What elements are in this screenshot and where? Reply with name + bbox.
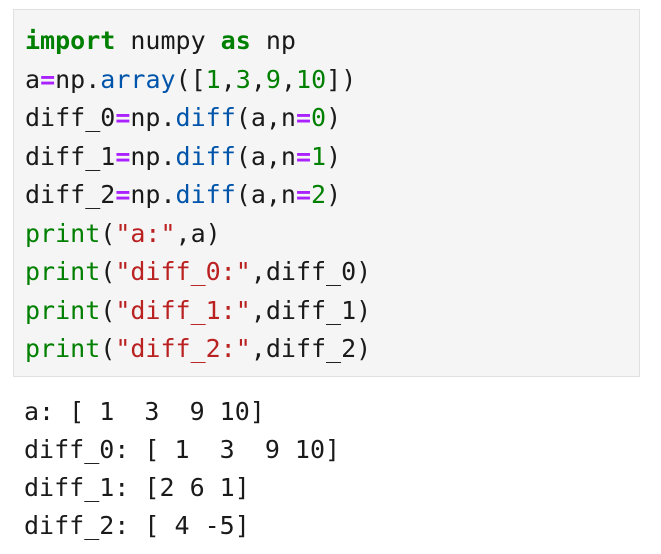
code-token: 2 bbox=[311, 180, 327, 209]
code-token: , bbox=[220, 65, 236, 94]
code-token: ,diff_2) bbox=[250, 334, 372, 363]
code-token: array bbox=[100, 65, 176, 94]
code-token: = bbox=[115, 103, 131, 132]
code-token: ) bbox=[326, 103, 342, 132]
code-token: import bbox=[25, 26, 116, 55]
code-token: ( bbox=[100, 334, 116, 363]
code-token: diff bbox=[175, 180, 236, 209]
code-token: , bbox=[250, 65, 266, 94]
code-line-9: print("diff_2:",diff_2) bbox=[25, 330, 371, 368]
code-line-5: diff_2=np.diff(a,n=2) bbox=[25, 176, 341, 214]
code-token: 10 bbox=[296, 65, 327, 94]
code-token: np bbox=[55, 65, 86, 94]
code-line-2: a=np.array([1,3,9,10]) bbox=[25, 61, 356, 99]
code-line-6: print("a:",a) bbox=[25, 215, 221, 253]
code-token: ) bbox=[326, 180, 342, 209]
code-token: ,a) bbox=[175, 219, 221, 248]
code-token: . bbox=[85, 65, 101, 94]
code-token: "a:" bbox=[115, 219, 176, 248]
code-token: np bbox=[130, 103, 161, 132]
code-token: np bbox=[130, 142, 161, 171]
code-token: (a,n bbox=[235, 103, 296, 132]
code-token: print bbox=[25, 334, 101, 363]
code-token: , bbox=[280, 65, 297, 94]
code-cell[interactable]: import numpy as np a=np.array([1,3,9,10]… bbox=[13, 9, 640, 377]
code-token: as bbox=[220, 26, 251, 55]
code-line-1: import numpy as np bbox=[25, 22, 296, 60]
code-token: . bbox=[160, 180, 176, 209]
code-token: diff bbox=[175, 142, 236, 171]
output-line: diff_2: [ 4 -5] bbox=[24, 511, 250, 540]
code-token: a bbox=[25, 65, 41, 94]
code-token: "diff_2:" bbox=[115, 334, 251, 363]
code-token: np bbox=[250, 26, 296, 55]
code-token: 1 bbox=[205, 65, 221, 94]
code-token: = bbox=[295, 103, 312, 132]
code-token: numpy bbox=[115, 26, 221, 55]
code-token: print bbox=[25, 296, 101, 325]
code-token: ( bbox=[100, 257, 116, 286]
code-token: = bbox=[40, 65, 56, 94]
code-token: 1 bbox=[311, 142, 327, 171]
code-token: np bbox=[130, 180, 161, 209]
code-token: = bbox=[115, 180, 131, 209]
code-token: print bbox=[25, 257, 101, 286]
output-line: diff_1: [2 6 1] bbox=[24, 473, 250, 502]
code-token: = bbox=[295, 142, 312, 171]
code-token: ( bbox=[100, 296, 116, 325]
code-token: (a,n bbox=[235, 180, 296, 209]
output-line: a: [ 1 3 9 10] bbox=[24, 397, 265, 426]
output-line: diff_0: [ 1 3 9 10] bbox=[24, 435, 341, 464]
code-token: ) bbox=[326, 142, 342, 171]
code-token: = bbox=[115, 142, 131, 171]
code-token: ,diff_1) bbox=[250, 296, 372, 325]
code-token: "diff_0:" bbox=[115, 257, 251, 286]
code-token: 3 bbox=[235, 65, 251, 94]
code-token: (a,n bbox=[235, 142, 296, 171]
code-line-3: diff_0=np.diff(a,n=0) bbox=[25, 99, 341, 137]
code-token: 9 bbox=[265, 65, 281, 94]
code-token: diff_2 bbox=[25, 180, 116, 209]
code-line-8: print("diff_1:",diff_1) bbox=[25, 292, 371, 330]
code-token: diff bbox=[175, 103, 236, 132]
code-token: "diff_1:" bbox=[115, 296, 251, 325]
code-token: ]) bbox=[326, 65, 357, 94]
code-token: = bbox=[295, 180, 312, 209]
code-token: . bbox=[160, 142, 176, 171]
code-token: ( bbox=[100, 219, 116, 248]
code-token: 0 bbox=[311, 103, 327, 132]
code-token: print bbox=[25, 219, 101, 248]
code-token: diff_1 bbox=[25, 142, 116, 171]
code-token: . bbox=[160, 103, 176, 132]
code-token: diff_0 bbox=[25, 103, 116, 132]
code-token: ,diff_0) bbox=[250, 257, 372, 286]
code-line-7: print("diff_0:",diff_0) bbox=[25, 253, 371, 291]
code-token: ([ bbox=[175, 65, 206, 94]
code-line-4: diff_1=np.diff(a,n=1) bbox=[25, 138, 341, 176]
